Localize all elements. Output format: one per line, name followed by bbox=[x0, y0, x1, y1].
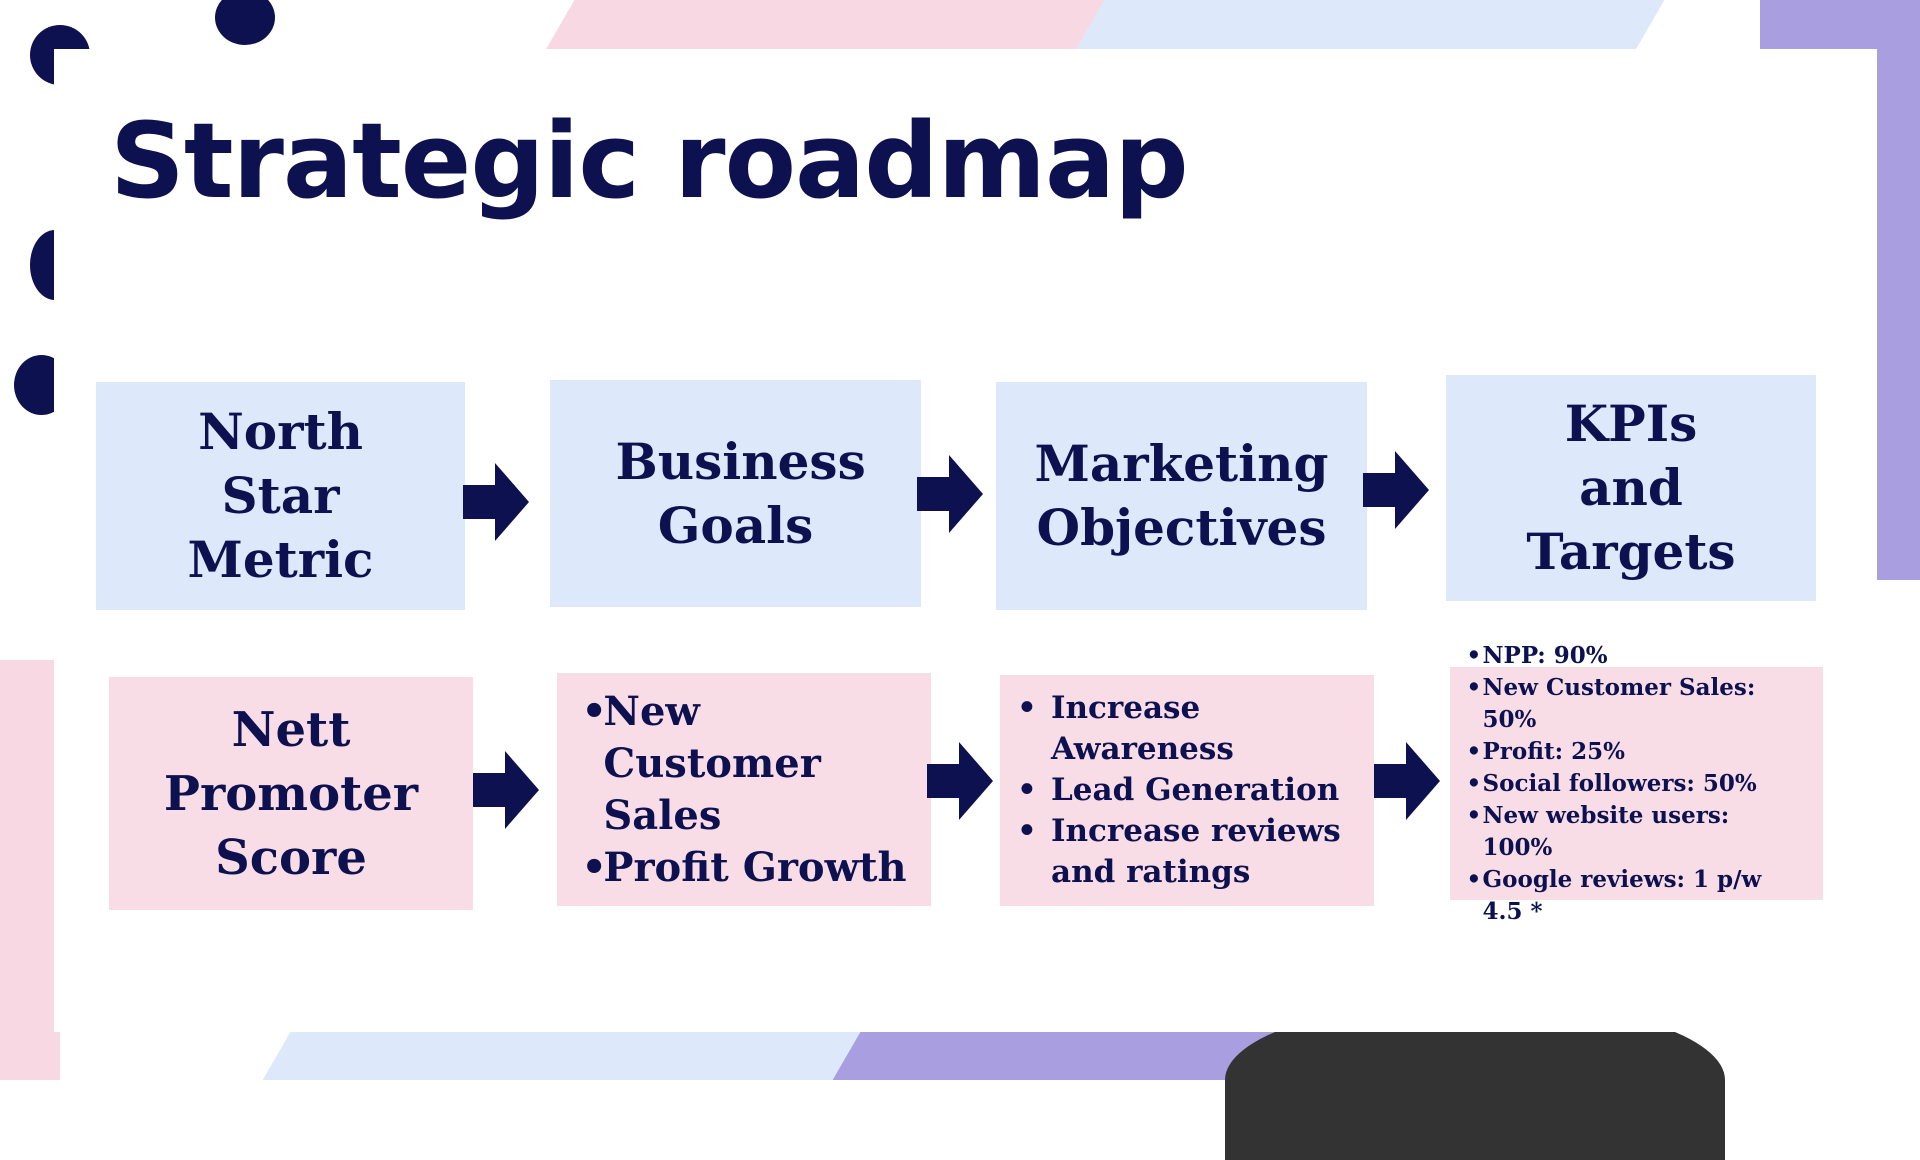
business-goals-detail-box: New Customer Sales Profit Growth bbox=[557, 673, 931, 906]
box-label: Nett Promoter Score bbox=[163, 701, 419, 886]
marketing-objectives-detail-box: Increase Awareness Lead Generation Incre… bbox=[1000, 675, 1374, 906]
business-goals-list: New Customer Sales Profit Growth bbox=[581, 686, 906, 894]
arrow-right-icon bbox=[1363, 451, 1429, 529]
arrow-right-icon bbox=[927, 742, 993, 820]
list-item: New Customer Sales bbox=[581, 686, 893, 842]
box-label: Marketing Objectives bbox=[1034, 434, 1329, 557]
list-item: New website users: 100% bbox=[1467, 800, 1807, 864]
business-goals-box: Business Goals bbox=[550, 380, 921, 607]
box-label: KPIs and Targets bbox=[1526, 394, 1736, 581]
marketing-objectives-list: Increase Awareness Lead Generation Incre… bbox=[1017, 688, 1357, 893]
box-label: Business Goals bbox=[615, 431, 866, 555]
list-item: NPP: 90% bbox=[1467, 640, 1807, 672]
list-item: Increase reviews and ratings bbox=[1017, 811, 1357, 893]
arrow-right-icon bbox=[1374, 742, 1440, 820]
pink-brush-left bbox=[0, 660, 60, 1080]
north-star-metric-box: North Star Metric bbox=[96, 382, 465, 610]
arrow-right-icon bbox=[473, 751, 539, 829]
marketing-objectives-box: Marketing Objectives bbox=[996, 382, 1367, 610]
list-item: New Customer Sales: 50% bbox=[1467, 672, 1807, 736]
list-item: Increase Awareness bbox=[1017, 688, 1357, 770]
dark-dot bbox=[215, 0, 275, 45]
list-item: Profit Growth bbox=[581, 842, 906, 894]
list-item: Lead Generation bbox=[1017, 770, 1357, 811]
page-title: Strategic roadmap bbox=[110, 100, 1189, 222]
blue-brush-top bbox=[1075, 0, 1665, 50]
kpis-list: NPP: 90% New Customer Sales: 50% Profit:… bbox=[1467, 640, 1807, 928]
list-item: Social followers: 50% bbox=[1467, 768, 1807, 800]
arrow-right-icon bbox=[917, 455, 983, 533]
nett-promoter-score-box: Nett Promoter Score bbox=[109, 677, 473, 910]
kpis-targets-box: KPIs and Targets bbox=[1446, 375, 1816, 601]
arrow-right-icon bbox=[463, 463, 529, 541]
box-label: North Star Metric bbox=[187, 402, 374, 589]
list-item: Profit: 25% bbox=[1467, 736, 1807, 768]
kpis-detail-box: NPP: 90% New Customer Sales: 50% Profit:… bbox=[1450, 640, 1823, 925]
list-item: Google reviews: 1 p/w 4.5 * bbox=[1467, 864, 1807, 928]
pink-brush-top bbox=[545, 0, 1135, 50]
